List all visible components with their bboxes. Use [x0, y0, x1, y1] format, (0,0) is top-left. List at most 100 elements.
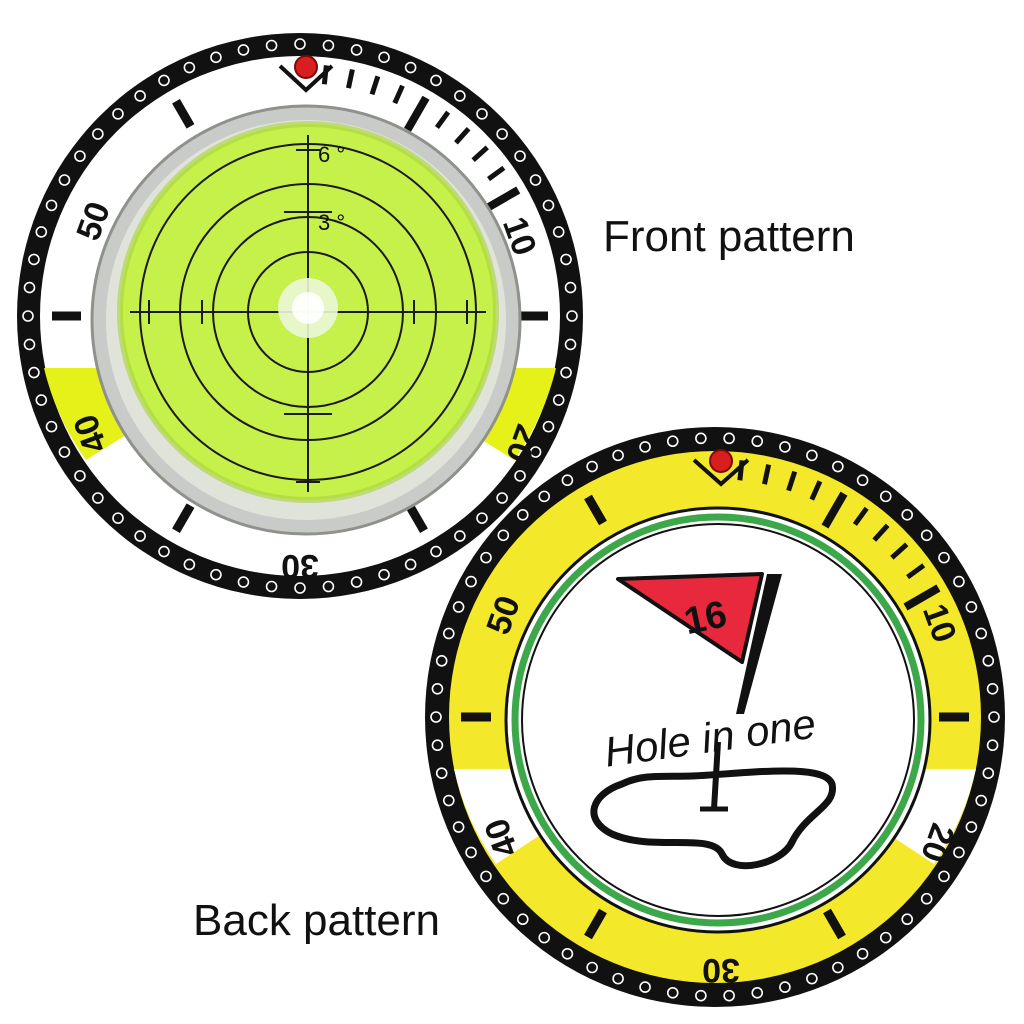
scallop-dot	[183, 558, 196, 571]
scallop-dot	[751, 986, 764, 999]
bezel-tick	[762, 464, 772, 485]
scallop-dot	[986, 739, 999, 752]
scallop-dot	[586, 961, 598, 974]
back-flag-pole-top	[736, 574, 782, 714]
scallop-dot	[639, 441, 651, 453]
scallop-dot	[431, 739, 444, 752]
scallop-dot	[294, 582, 306, 594]
scallop-dot	[454, 90, 466, 102]
scallop-dot	[435, 655, 448, 667]
scallop-dot	[452, 601, 465, 613]
bezel-tick	[404, 95, 430, 132]
bezel-tick	[903, 584, 941, 611]
front-label-6deg: 6 °	[318, 142, 345, 167]
scallop-dot	[134, 530, 146, 542]
scallop-dot	[465, 846, 477, 859]
scallop-dot	[920, 892, 933, 905]
scallop-dot	[431, 682, 444, 695]
back-red-pin	[709, 449, 733, 473]
scallop-dot	[23, 281, 36, 294]
front-coin: 50 10 40 20 30 6 ° 3 °	[17, 33, 583, 599]
bezel-tick	[454, 127, 471, 145]
back-bezel-ticks	[461, 460, 969, 940]
bezel-major-tick	[584, 908, 607, 940]
scallop-dot	[452, 821, 465, 833]
scallop-dot	[210, 51, 222, 64]
scallop-dot	[265, 580, 278, 593]
scallop-dot	[404, 558, 417, 571]
scallop-dot	[92, 492, 104, 504]
scallop-dot	[779, 441, 791, 453]
scallop-dot	[480, 870, 492, 883]
scallop-dot	[430, 74, 442, 87]
scallop-dot	[476, 512, 488, 524]
front-red-pin	[294, 55, 318, 79]
bezel-major-tick	[172, 98, 195, 129]
scallop-dot	[879, 490, 892, 503]
back-flag	[616, 572, 764, 664]
scallop-dot	[480, 551, 492, 564]
scallop-dot	[23, 338, 36, 351]
scallop-dot	[953, 575, 965, 588]
scallop-dot	[529, 174, 542, 186]
scallop-dot	[322, 39, 335, 52]
scallop-dot	[856, 947, 869, 960]
bezel-tick	[484, 186, 521, 212]
scallop-dot	[832, 961, 844, 974]
back-flag-number: 16	[680, 593, 730, 643]
bezel-major-tick	[405, 503, 428, 534]
scallop-dot	[350, 576, 363, 588]
scallop-dot	[538, 931, 551, 944]
scallop-dot	[404, 61, 417, 74]
bezel-tick	[821, 491, 848, 529]
scallop-dot	[552, 394, 565, 406]
scallop-dot	[210, 568, 222, 581]
scallop-dot	[965, 821, 978, 833]
scallop-dot	[953, 846, 965, 859]
scallop-dot	[476, 108, 488, 120]
scallop-dot	[442, 627, 455, 640]
front-label-3deg: 3 °	[318, 210, 345, 235]
scallop-dot	[612, 449, 624, 462]
scallop-dot	[183, 61, 196, 74]
scallop-dot	[465, 575, 477, 588]
scallop-dot	[832, 460, 844, 473]
back-putting-green	[590, 767, 836, 870]
scallop-dot	[586, 460, 598, 473]
scallop-dot	[294, 38, 306, 50]
scallop-dot	[986, 682, 999, 695]
scallop-dot	[542, 420, 555, 433]
scallop-dot	[45, 420, 58, 433]
back-green-ring	[511, 513, 925, 927]
scallop-dot	[442, 794, 455, 807]
scallop-dot	[723, 989, 735, 1002]
scallop-dot	[612, 972, 624, 985]
scallop-dot	[92, 128, 104, 140]
scallop-dot	[58, 446, 71, 458]
scallop-dot	[988, 711, 1000, 723]
scallop-dot	[237, 44, 250, 56]
scallop-dot	[514, 150, 526, 162]
back-coin: 50 10 40 20 30 16 Hole in one	[425, 427, 1005, 1007]
scallop-dot	[975, 627, 988, 640]
scallop-dot	[322, 580, 335, 593]
scallop-dot	[58, 174, 71, 186]
back-caption: Back pattern	[193, 896, 441, 945]
scallop-dot	[378, 568, 390, 581]
scallop-dot	[435, 767, 448, 779]
back-pin-notch	[692, 458, 750, 487]
scallop-dot	[542, 199, 555, 212]
front-pin-notch	[278, 64, 334, 93]
scallop-dot	[560, 366, 572, 379]
bezel-tick	[392, 84, 405, 105]
bezel-tick	[369, 75, 381, 96]
scallop-dot	[516, 913, 529, 926]
scallop-dot	[560, 253, 572, 266]
bezel-tick	[345, 68, 355, 89]
scallop-dot	[561, 947, 574, 960]
scallop-dot	[430, 545, 442, 558]
scallop-dot	[112, 512, 124, 524]
front-caption: Front pattern	[603, 212, 855, 261]
front-bezel-ticks	[52, 65, 548, 534]
scallop-dot	[496, 128, 508, 140]
